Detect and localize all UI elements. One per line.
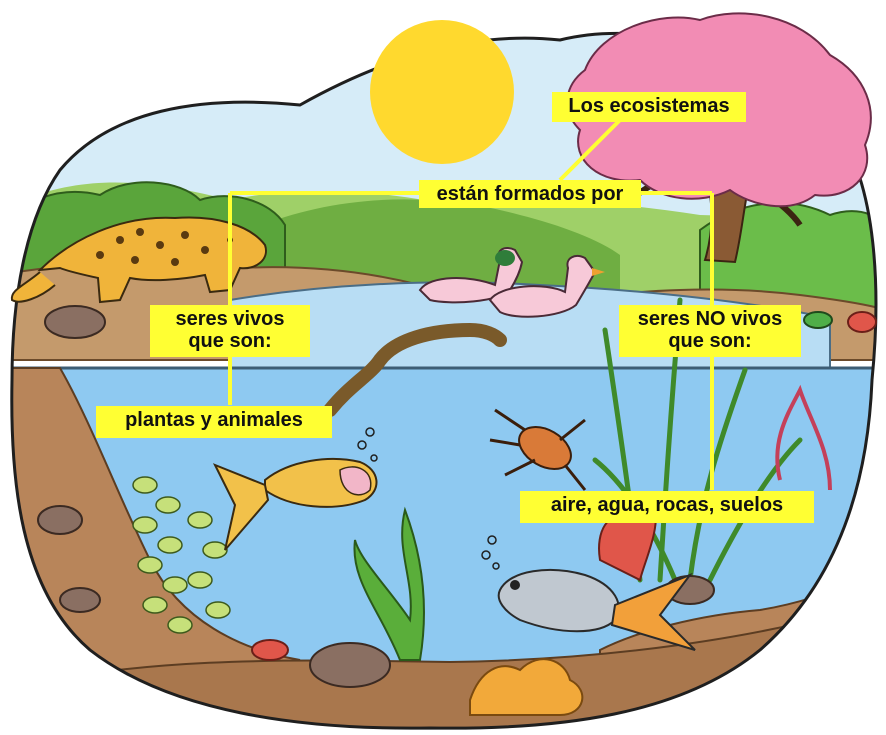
label-non-living-examples: aire, agua, rocas, suelos xyxy=(520,491,814,523)
rock-icon xyxy=(310,643,390,687)
rock-icon xyxy=(60,588,100,612)
label-title: Los ecosistemas xyxy=(552,92,746,122)
non-living-line2: que son: xyxy=(627,330,793,352)
non-living-line1: seres NO vivos xyxy=(627,308,793,330)
rock-icon xyxy=(45,306,105,338)
label-connector: están formados por xyxy=(419,180,641,208)
rock-icon xyxy=(252,640,288,660)
label-living-examples: plantas y animales xyxy=(96,406,332,438)
frog-icon xyxy=(804,312,832,328)
non-living-examples-text: aire, agua, rocas, suelos xyxy=(528,494,806,516)
living-line1: seres vivos xyxy=(158,308,302,330)
living-line2: que son: xyxy=(158,330,302,352)
label-non-living: seres NO vivos que son: xyxy=(619,305,801,357)
rock-icon xyxy=(848,312,876,332)
sun-icon xyxy=(370,20,514,164)
living-examples-text: plantas y animales xyxy=(104,409,324,431)
rock-icon xyxy=(38,506,82,534)
connector-text: están formados por xyxy=(427,183,633,205)
title-text: Los ecosistemas xyxy=(560,95,738,117)
label-living: seres vivos que son: xyxy=(150,305,310,357)
